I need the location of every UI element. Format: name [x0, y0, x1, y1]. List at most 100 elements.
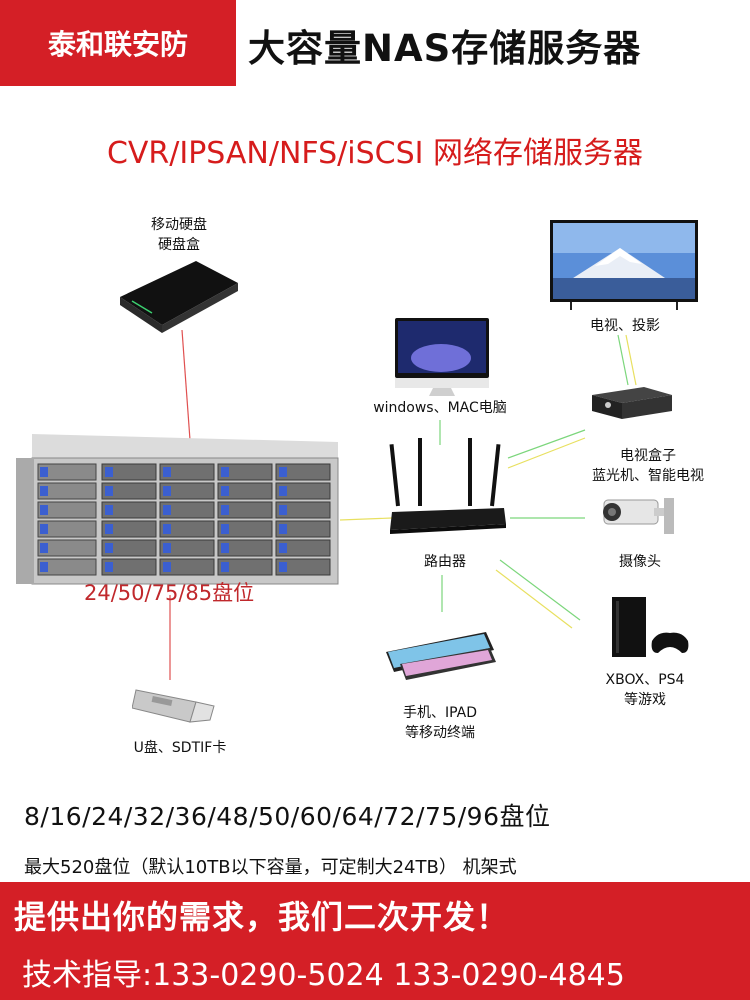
drive-bay-latch: [163, 543, 171, 553]
tv-box-line1: 电视盒子: [620, 448, 676, 464]
drive-bay-latch: [221, 524, 229, 534]
router-icon: [389, 438, 506, 534]
drive-bay: [101, 558, 157, 576]
drive-bay-latch: [221, 543, 229, 553]
drive-bay-latch: [163, 467, 171, 477]
drive-bay-latch: [279, 562, 287, 572]
line-server-router: [339, 517, 393, 521]
drive-bay: [101, 501, 157, 519]
drive-bay-latch: [163, 486, 171, 496]
mobile-line2: 等移动终端: [405, 725, 475, 741]
drive-bay: [101, 520, 157, 538]
drive-bay-latch: [279, 505, 287, 515]
line-router-console-b: [495, 569, 573, 629]
drive-bay: [101, 539, 157, 557]
security-camera-icon: [603, 498, 674, 534]
line-router-tvbox-b: [507, 437, 586, 469]
mobile-devices-icon: [386, 632, 496, 680]
brand-badge: 泰和联安防: [0, 0, 236, 86]
drive-bay-latch: [40, 562, 48, 572]
footer-banner: [0, 882, 750, 1000]
drive-bay-latch: [105, 467, 113, 477]
drive-bay: [37, 482, 97, 500]
tv-box-line2: 蓝光机、智能电视: [592, 468, 704, 484]
nas-server-icon: [16, 434, 339, 585]
camera-label: 摄像头: [619, 554, 661, 570]
hdd-enclosure-label: 移动硬盘 硬盘盒: [124, 215, 234, 255]
drive-bay: [159, 558, 215, 576]
console-line1: XBOX、PS4: [605, 672, 685, 688]
drive-bay-latch: [105, 562, 113, 572]
drive-bay-latch: [40, 505, 48, 515]
page-subtitle: CVR/IPSAN/NFS/iSCSI 网络存储服务器: [106, 136, 644, 171]
drive-bay: [159, 482, 215, 500]
drive-bay-latch: [221, 562, 229, 572]
drive-bays: [37, 463, 331, 576]
pc-monitor-icon: [395, 318, 489, 396]
drive-bay-latch: [40, 486, 48, 496]
line-tv-tvbox-a: [617, 334, 629, 386]
drive-bay: [275, 520, 331, 538]
drive-bay: [37, 520, 97, 538]
drive-bay: [159, 463, 215, 481]
drive-bay: [275, 463, 331, 481]
drive-bay: [101, 463, 157, 481]
drive-bay: [159, 539, 215, 557]
drive-bay: [37, 463, 97, 481]
drive-bay: [217, 520, 273, 538]
drive-bay: [37, 501, 97, 519]
line-tv-tvbox-b: [625, 334, 637, 386]
drive-bay-latch: [279, 486, 287, 496]
pc-label: windows、MAC电脑: [373, 400, 507, 416]
drive-bay: [37, 558, 97, 576]
drive-bay: [217, 558, 273, 576]
drive-bay-latch: [221, 505, 229, 515]
drive-bay-latch: [221, 486, 229, 496]
drive-bay-latch: [163, 524, 171, 534]
drive-bay-latch: [105, 486, 113, 496]
drive-bay: [217, 501, 273, 519]
drive-bay: [217, 539, 273, 557]
drive-bay-latch: [279, 543, 287, 553]
drive-bay: [275, 501, 331, 519]
drive-bay-latch: [40, 467, 48, 477]
drive-bay: [159, 520, 215, 538]
drive-bay-latch: [105, 524, 113, 534]
server-bays-label: 24/50/75/85盘位: [84, 581, 255, 605]
drive-bay-latch: [279, 524, 287, 534]
page-title: 大容量NAS存储服务器: [248, 27, 642, 70]
drive-bay-latch: [40, 543, 48, 553]
tv-box-icon: [592, 387, 672, 419]
line-router-console-a: [499, 559, 581, 621]
tech-support-phones: 技术指导:133-0290-5024 133-0290-4845: [22, 958, 625, 993]
drive-bay: [101, 482, 157, 500]
drive-bay: [37, 539, 97, 557]
capacity-note: 最大520盘位（默认10TB以下容量，可定制大24TB） 机架式: [24, 857, 517, 878]
usb-drive-icon: [132, 689, 215, 723]
hdd-enclosure-icon: [120, 261, 238, 333]
bay-options: 8/16/24/32/36/48/50/60/64/72/75/96盘位: [24, 802, 551, 831]
mobile-label: 手机、IPAD 等移动终端: [380, 703, 500, 743]
drive-bay: [275, 558, 331, 576]
tv-icon: [550, 220, 698, 310]
hdd-enclosure-line1: 移动硬盘: [151, 217, 207, 233]
drive-bay-latch: [163, 505, 171, 515]
drive-bay: [217, 463, 273, 481]
line-router-tvbox-a: [507, 429, 586, 459]
line-server-hdd: [181, 329, 191, 441]
drive-bay-latch: [105, 505, 113, 515]
mobile-line1: 手机、IPAD: [402, 705, 478, 721]
drive-bay: [217, 482, 273, 500]
usb-label: U盘、SDTIF卡: [133, 740, 227, 756]
drive-bay: [275, 539, 331, 557]
drive-bay-latch: [221, 467, 229, 477]
console-label: XBOX、PS4 等游戏: [590, 670, 700, 710]
custom-development-slogan: 提供出你的需求，我们二次开发！: [14, 898, 510, 936]
drive-bay-latch: [279, 467, 287, 477]
drive-bay-latch: [105, 543, 113, 553]
drive-bay-latch: [163, 562, 171, 572]
drive-bay-latch: [40, 524, 48, 534]
tv-box-label: 电视盒子 蓝光机、智能电视: [578, 446, 718, 486]
drive-bay: [275, 482, 331, 500]
